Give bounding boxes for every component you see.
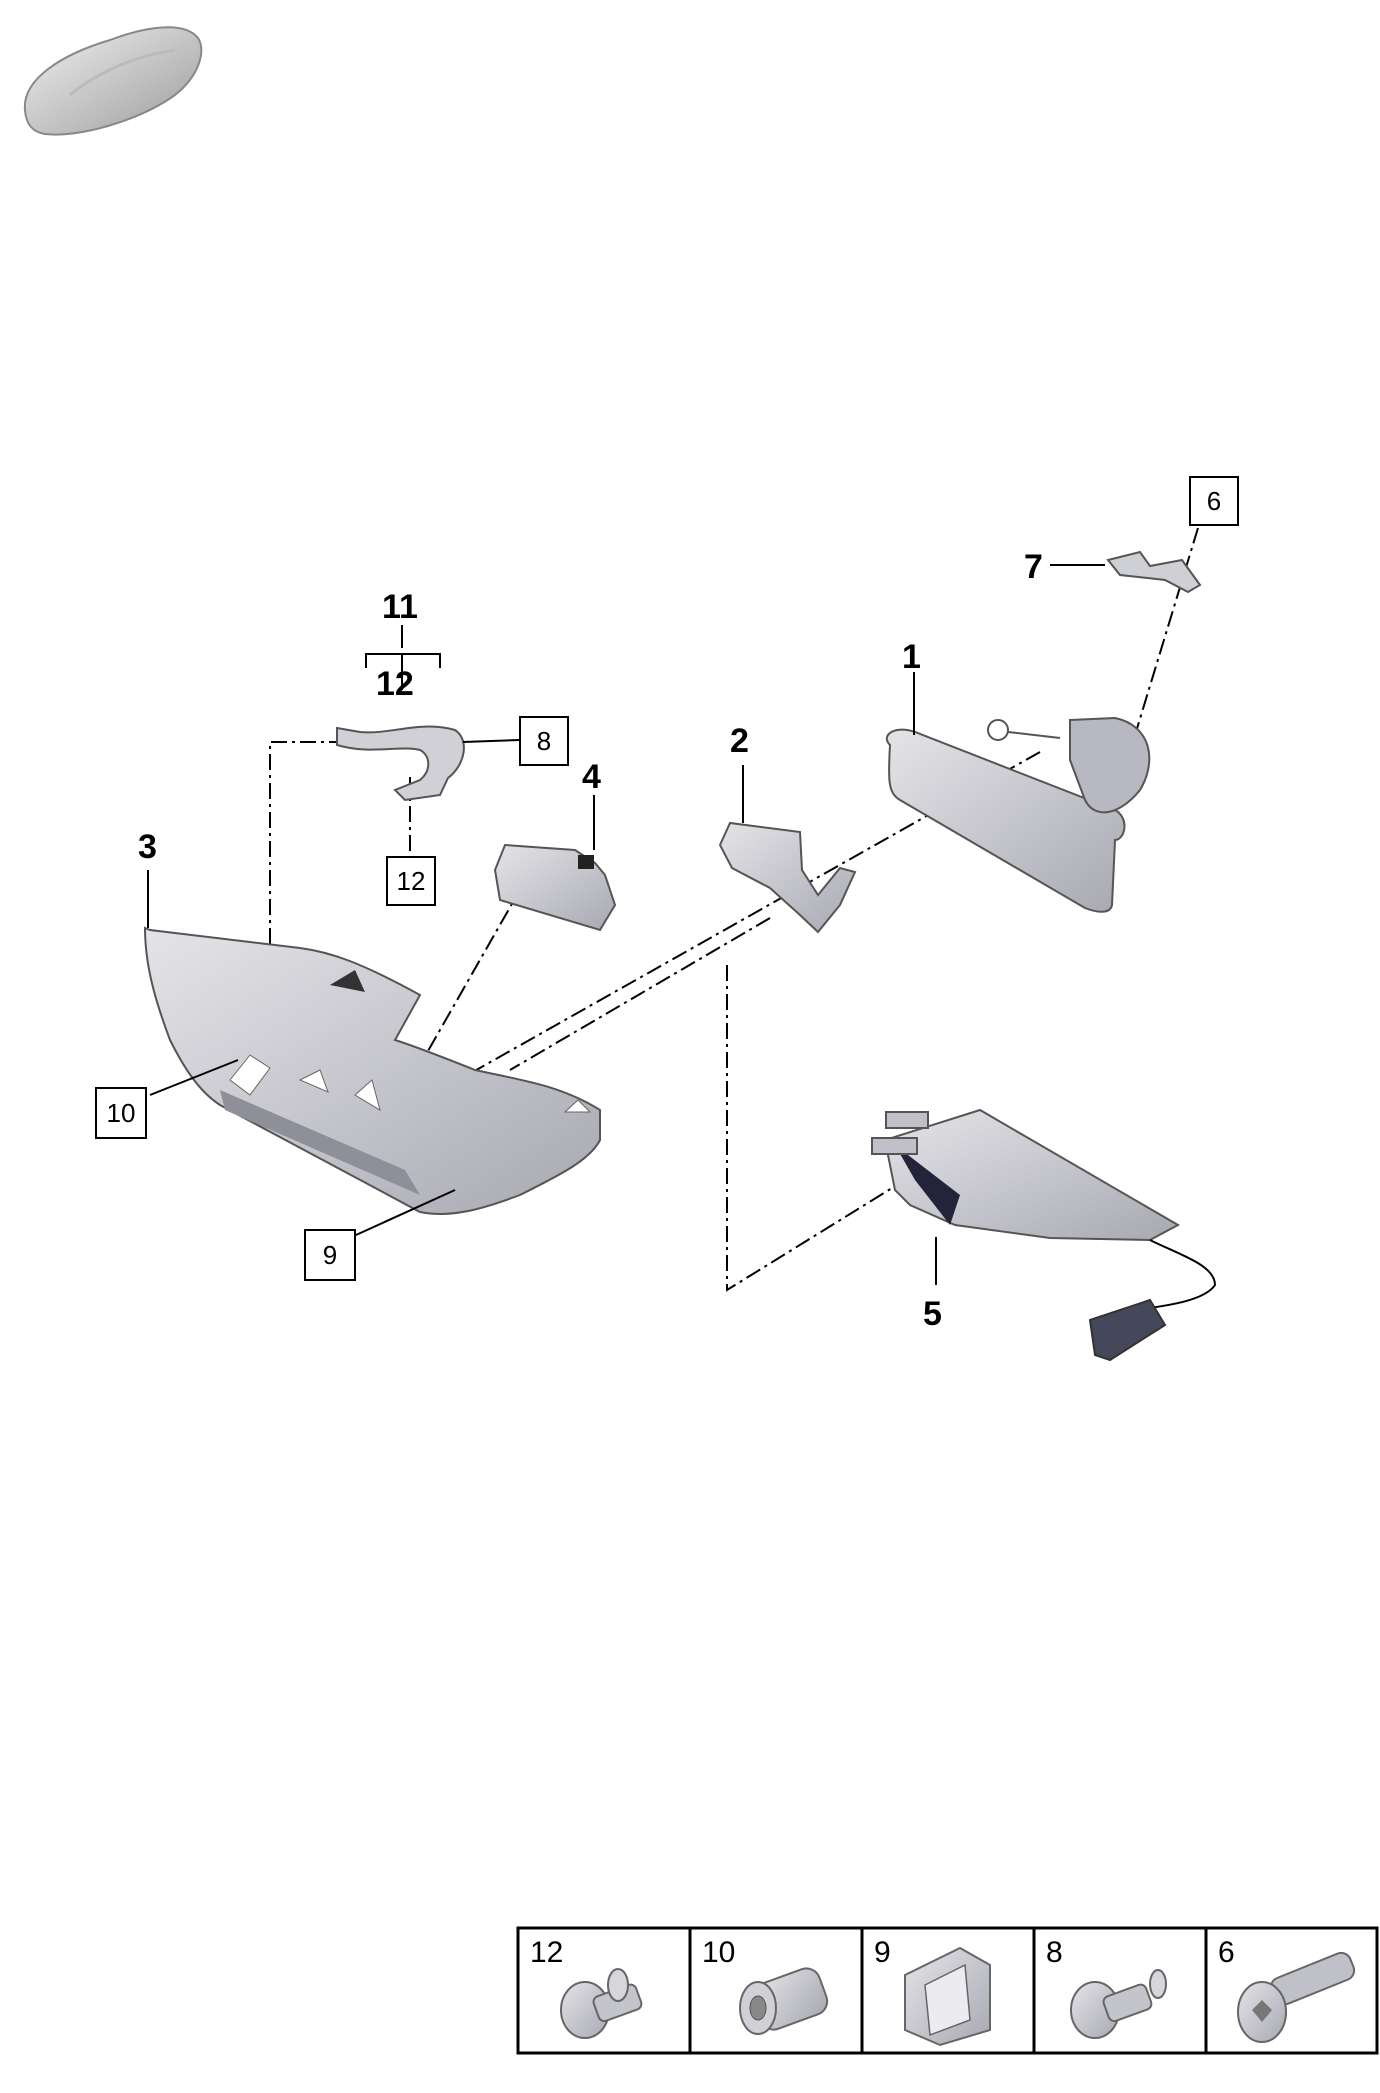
svg-text:9: 9 (323, 1240, 337, 1270)
spring-clip-icon (904, 1946, 991, 2047)
push-rivet-icon (1070, 1969, 1167, 2039)
boxed-ref-6: 6 (1189, 476, 1239, 526)
leader-lines (147, 564, 1105, 1285)
callout-12: 12 (376, 665, 414, 703)
part-1-interior-mirror (885, 716, 1151, 913)
table-cell-number: 9 (874, 1936, 891, 1969)
callout-1: 1 (902, 638, 921, 676)
callout-7: 7 (1024, 548, 1043, 586)
table-cell-number: 12 (530, 1936, 563, 1969)
table-cell-number: 6 (1218, 1936, 1235, 1969)
callout-2: 2 (730, 722, 749, 760)
svg-text:6: 6 (1207, 486, 1221, 516)
boxed-ref-10: 10 (95, 1087, 147, 1139)
svg-text:8: 8 (537, 726, 551, 756)
callout-5: 5 (923, 1295, 942, 1333)
table-cell-number: 8 (1046, 1936, 1063, 1969)
vehicle-thumbnail (23, 26, 203, 136)
svg-text:12: 12 (397, 866, 426, 896)
callout-11: 11 (382, 588, 418, 626)
expansion-nut-icon (739, 1967, 829, 2035)
part-12-strap (336, 725, 465, 802)
table-cell-number: 10 (702, 1936, 735, 1969)
part-7-bracket (1106, 550, 1202, 594)
boxed-references: 6 8 12 10 9 (95, 476, 1239, 1281)
part-2-mirror-cover (718, 821, 857, 934)
part-3-console-housing (143, 926, 601, 1215)
part-4-sensor-module (493, 843, 617, 932)
callout-labels: 1 2 3 4 5 7 11 12 (138, 548, 1043, 1333)
boxed-ref-8: 8 (519, 716, 569, 766)
callout-4: 4 (582, 758, 601, 796)
push-rivet-icon (560, 1968, 643, 2039)
boxed-ref-9: 9 (304, 1229, 356, 1281)
callout-3: 3 (138, 828, 157, 866)
fastener-table: 12 10 9 8 6 (516, 1926, 1379, 2055)
svg-text:10: 10 (107, 1098, 136, 1128)
boxed-ref-12: 12 (386, 856, 436, 906)
torx-screw-icon (1237, 1951, 1356, 2043)
part-5-light-unit (871, 1108, 1217, 1362)
